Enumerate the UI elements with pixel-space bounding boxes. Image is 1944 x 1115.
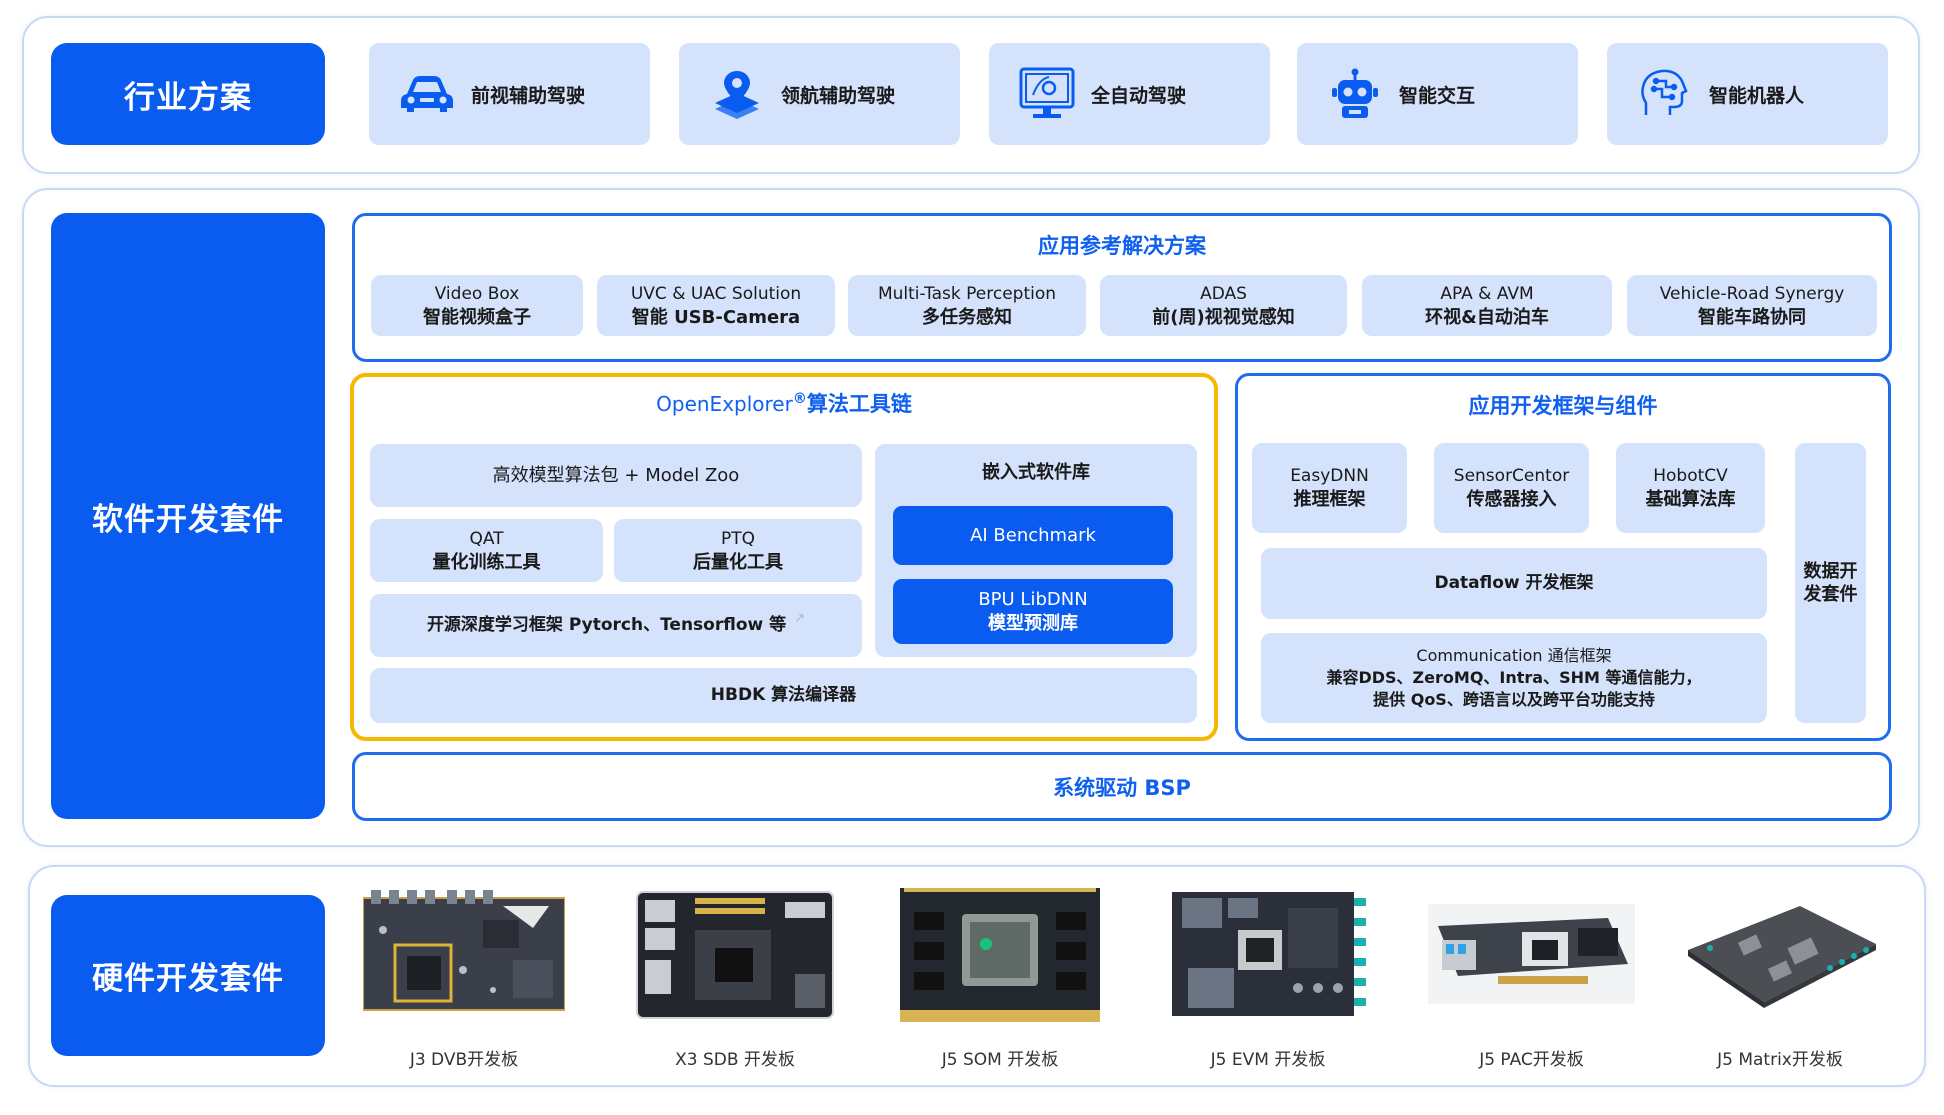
reference-item-cn: 环视&自动泊车 [1425, 306, 1549, 328]
board-image-j3-dvb [362, 890, 566, 1018]
easydnn-cn: 推理框架 [1293, 489, 1366, 510]
communication-tile[interactable]: Communication 通信框架 兼容DDS、ZeroMQ、Intra、SH… [1261, 633, 1767, 723]
sensorcentor-tile[interactable]: SensorCentor 传感器接入 [1434, 443, 1589, 533]
robot-icon [1327, 66, 1383, 122]
board-label: J5 EVM 开发板 [1210, 1050, 1326, 1070]
reference-item-cn: 智能车路协同 [1698, 306, 1806, 328]
openexplorer-heading: OpenExplorer®算法工具链 [350, 388, 1218, 420]
reference-item-en: Vehicle-Road Synergy [1659, 283, 1845, 304]
car-icon [399, 66, 455, 122]
hobotcv-tile[interactable]: HobotCV 基础算法库 [1616, 443, 1765, 533]
ptq-en: PTQ [720, 528, 756, 549]
board-label: X3 SDB 开发板 [675, 1050, 795, 1070]
industry-item-label: 智能交互 [1399, 84, 1476, 107]
industry-item-label: 全自动驾驶 [1091, 84, 1187, 107]
industry-title-box: 行业方案 [51, 43, 325, 145]
frameworks-label: 开源深度学习框架 Pytorch、Tensorflow 等 [426, 615, 787, 635]
model-zoo-label: 高效模型算法包 + Model Zoo [492, 465, 740, 486]
sensorcentor-en: SensorCentor [1453, 466, 1570, 486]
board-image-j5-som [900, 888, 1100, 1022]
reference-item-cn: 智能视频盒子 [423, 306, 531, 328]
reference-item-en: Multi-Task Perception [877, 283, 1057, 304]
reference-item-en: Video Box [434, 283, 520, 304]
hobotcv-en: HobotCV [1653, 466, 1728, 486]
industry-item-front-adas[interactable]: 前视辅助驾驶 [369, 43, 650, 145]
software-title-box: 软件开发套件 [51, 213, 325, 819]
reference-item-cn: 智能 USB-Camera [631, 306, 801, 328]
model-zoo-tile[interactable]: 高效模型算法包 + Model Zoo [370, 444, 862, 507]
hobotcv-cn: 基础算法库 [1645, 489, 1736, 510]
sensorcentor-cn: 传感器接入 [1466, 489, 1557, 510]
industry-item-robot[interactable]: 智能机器人 [1607, 43, 1888, 145]
data-kit-line1: 数据开 [1803, 561, 1858, 582]
hardware-title: 硬件开发套件 [92, 961, 284, 997]
dataflow-tile[interactable]: Dataflow 开发框架 [1261, 548, 1767, 619]
board-image-j5-matrix [1680, 898, 1880, 1016]
openexplorer-heading-en: OpenExplorer [656, 392, 793, 416]
industry-item-label: 领航辅助驾驶 [781, 84, 896, 107]
bsp-bar[interactable]: 系统驱动 BSP [352, 752, 1892, 821]
external-link-icon: ↗ [794, 611, 806, 626]
industry-title: 行业方案 [124, 79, 252, 116]
registered-mark: ® [792, 391, 807, 407]
board-image-j5-evm [1168, 888, 1368, 1020]
board-label: J5 SOM 开发板 [941, 1050, 1059, 1070]
ptq-cn: 后量化工具 [693, 551, 783, 573]
openexplorer-heading-cn: 算法工具链 [806, 392, 912, 416]
reference-item-cn: 多任务感知 [921, 306, 1012, 328]
embedded-library-heading: 嵌入式软件库 [982, 462, 1090, 483]
frameworks-tile[interactable]: 开源深度学习框架 Pytorch、Tensorflow 等 ↗ [370, 594, 862, 657]
data-kit-line2: 发套件 [1803, 584, 1858, 605]
industry-item-nav-adas[interactable]: 领航辅助驾驶 [679, 43, 960, 145]
industry-section [22, 16, 1920, 174]
communication-line1: Communication 通信框架 [1416, 646, 1612, 665]
hbdk-label: HBDK 算法编译器 [710, 685, 857, 705]
communication-line2: 兼容DDS、ZeroMQ、Intra、SHM 等通信能力， [1326, 668, 1702, 687]
board-label: J5 Matrix开发板 [1717, 1050, 1843, 1070]
reference-item-cn: 前(周)视视觉感知 [1152, 306, 1295, 328]
app-dev-heading: 应用开发框架与组件 [1468, 394, 1658, 418]
dataflow-label: Dataflow 开发框架 [1434, 573, 1594, 593]
ai-benchmark-tile[interactable]: AI Benchmark [893, 506, 1173, 565]
monitor-icon [1019, 66, 1075, 122]
bpu-libdnn-cn: 模型预测库 [987, 612, 1078, 634]
qat-en: QAT [469, 528, 504, 549]
industry-item-label: 智能机器人 [1709, 84, 1805, 107]
easydnn-tile[interactable]: EasyDNN 推理框架 [1252, 443, 1407, 533]
communication-line3: 提供 QoS、跨语言以及跨平台功能支持 [1373, 690, 1655, 709]
reference-item-en: APA & AVM [1440, 283, 1534, 304]
reference-item-en: UVC & UAC Solution [630, 283, 802, 304]
industry-item-label: 前视辅助驾驶 [471, 84, 586, 107]
hbdk-tile[interactable]: HBDK 算法编译器 [370, 668, 1197, 723]
board-label: J3 DVB开发板 [409, 1050, 519, 1070]
ai-head-icon [1637, 66, 1693, 122]
data-kit-tile[interactable]: 数据开 发套件 [1795, 443, 1866, 723]
reference-item-en: ADAS [1200, 283, 1247, 304]
hardware-title-box: 硬件开发套件 [51, 895, 325, 1056]
board-label: J5 PAC开发板 [1479, 1050, 1584, 1070]
reference-solutions-heading: 应用参考解决方案 [1038, 234, 1206, 258]
industry-item-full-auto[interactable]: 全自动驾驶 [989, 43, 1270, 145]
map-pin-icon [709, 66, 765, 122]
board-image-x3-sdb [635, 890, 835, 1022]
software-title: 软件开发套件 [92, 501, 284, 538]
industry-item-interaction[interactable]: 智能交互 [1297, 43, 1578, 145]
bsp-label: 系统驱动 BSP [1053, 775, 1191, 800]
bpu-libdnn-en: BPU LibDNN [978, 588, 1088, 610]
qat-cn: 量化训练工具 [432, 551, 541, 573]
board-image-j5-pac [1428, 904, 1635, 1004]
easydnn-en: EasyDNN [1290, 466, 1369, 486]
ai-benchmark-label: AI Benchmark [970, 524, 1096, 546]
